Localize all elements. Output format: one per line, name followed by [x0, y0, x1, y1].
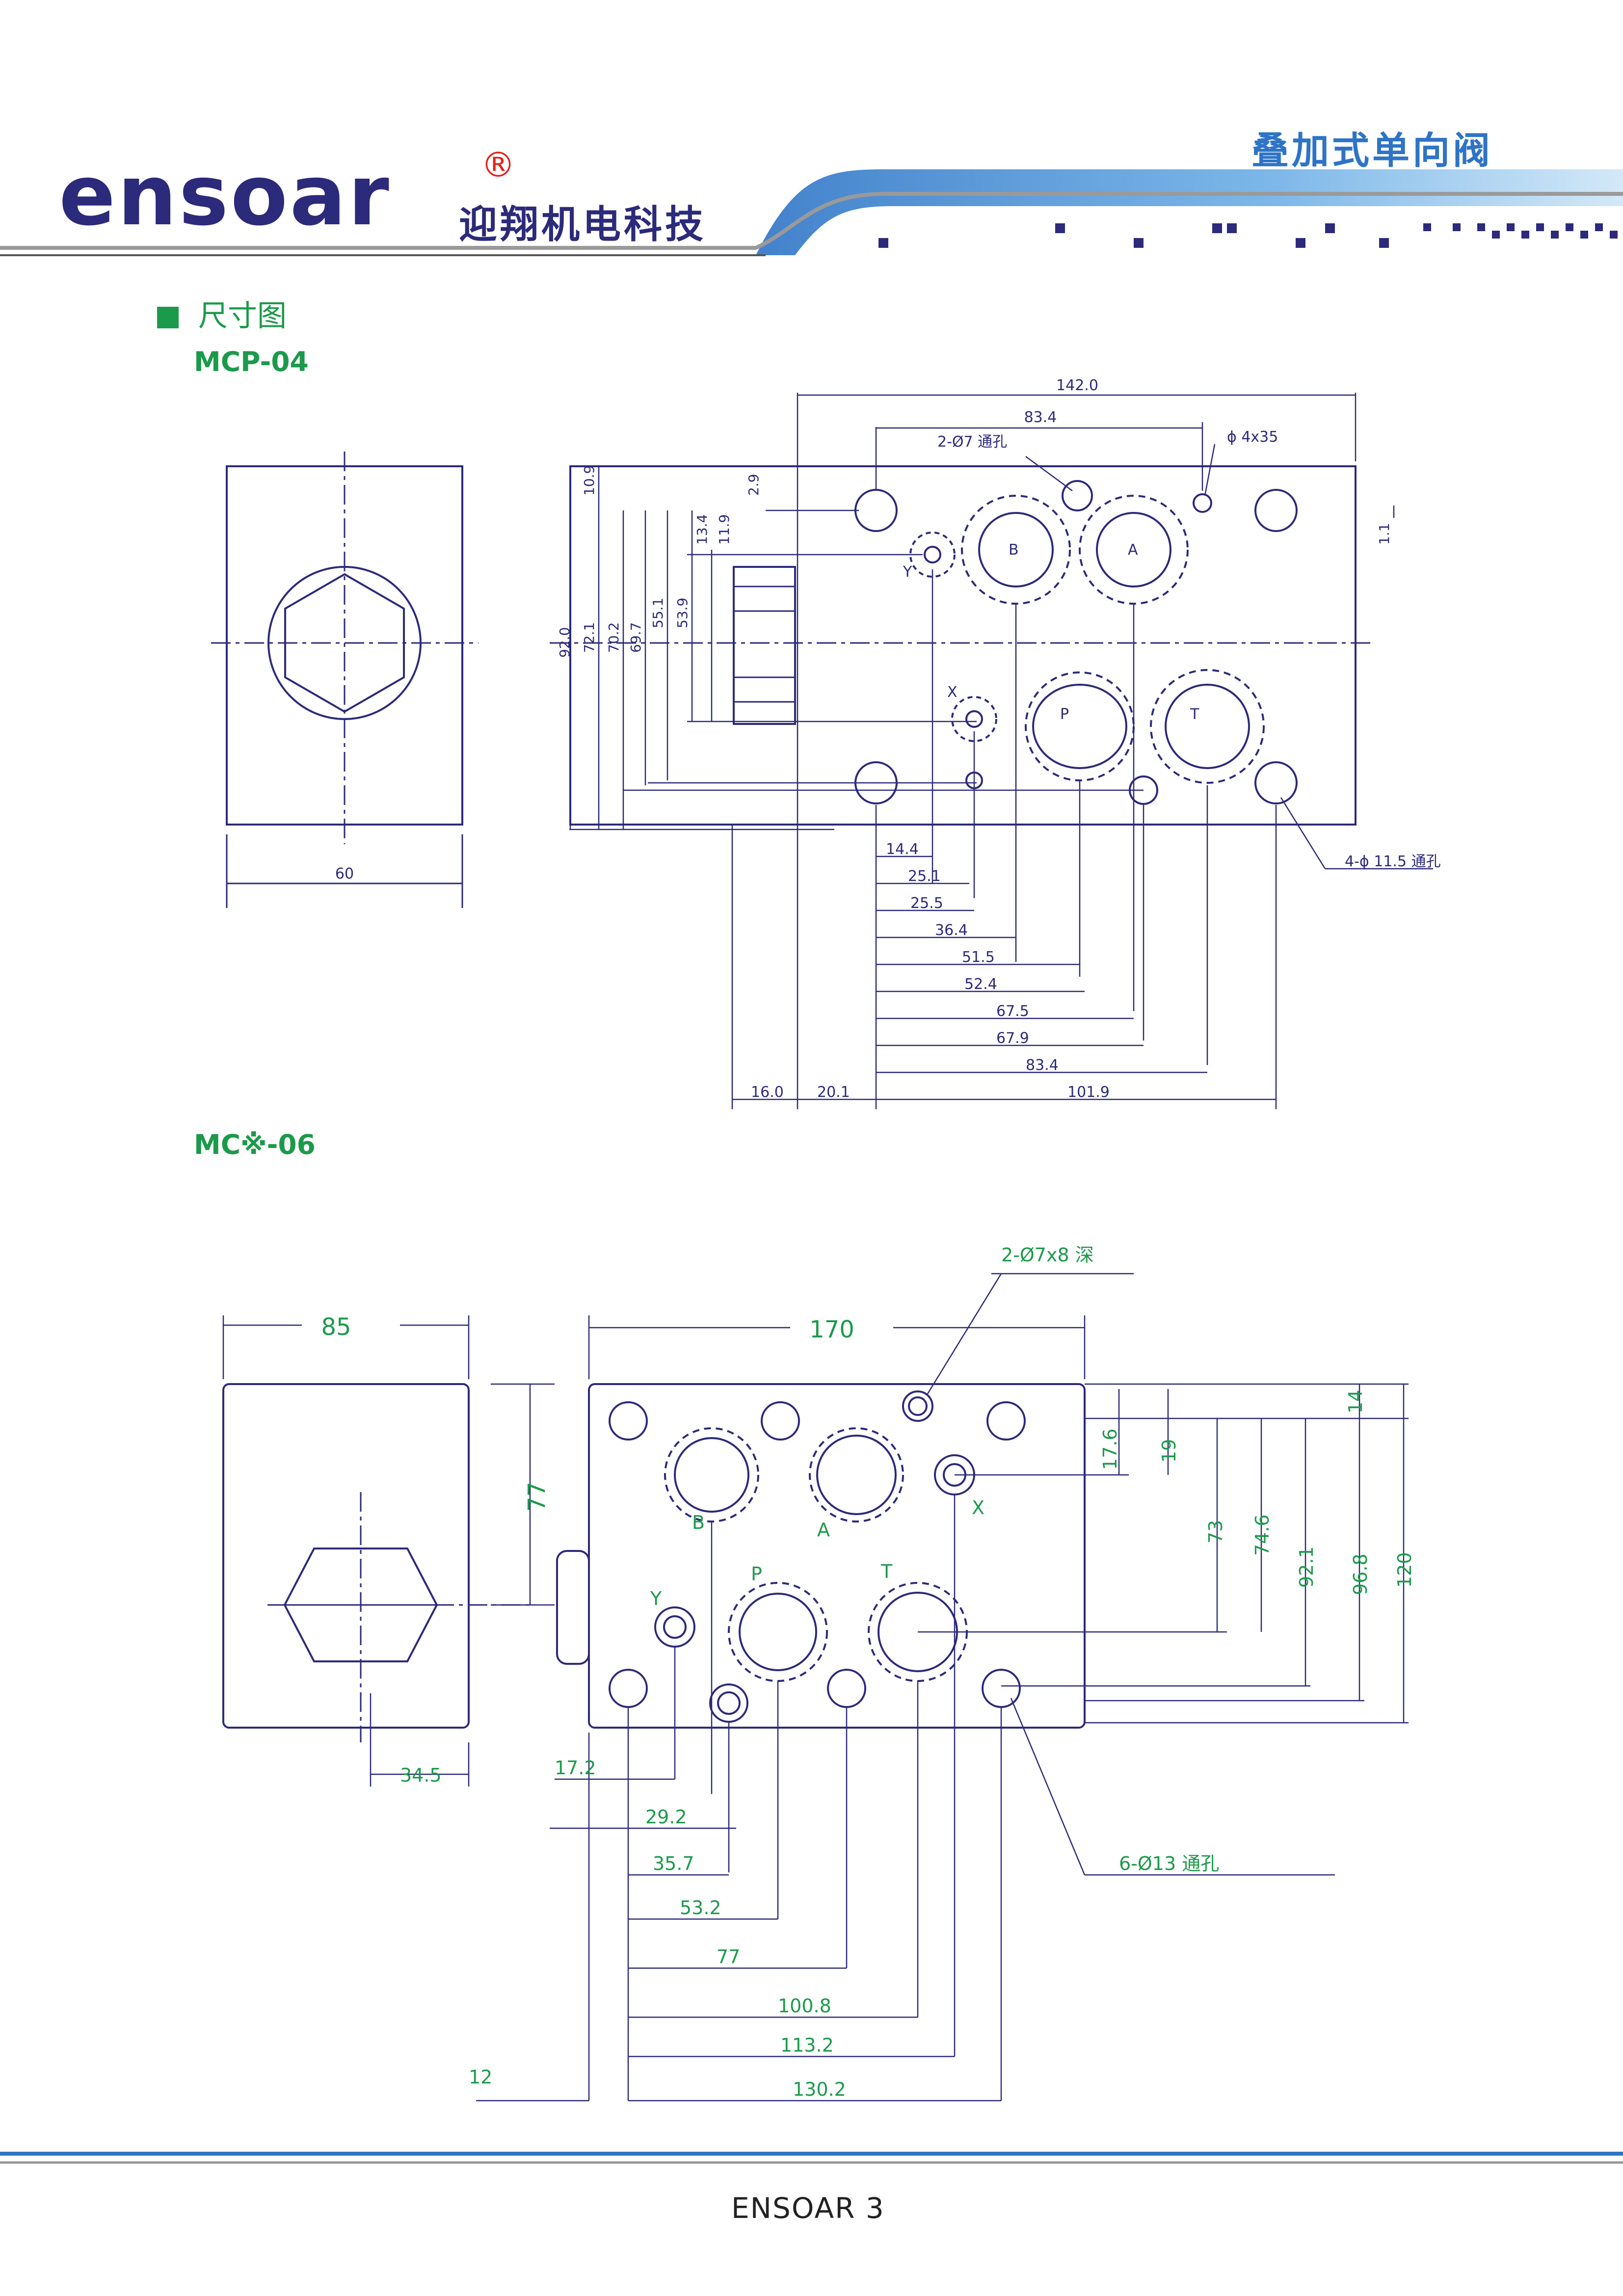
dim-left: 2.9: [745, 474, 762, 496]
dim-bottom: 35.7: [653, 1853, 694, 1874]
dim-bottom: 83.4: [1026, 1057, 1059, 1074]
dim-left: 13.4: [694, 514, 710, 545]
section-title-text: 尺寸图: [198, 299, 287, 333]
port-label: X: [947, 684, 958, 701]
dim-bottom: 29.2: [645, 1806, 687, 1828]
dim-right: 73: [1205, 1520, 1226, 1544]
dim-bottom: 100.8: [778, 1995, 831, 2017]
dim-bottom: 14.4: [886, 841, 919, 858]
dim-side-width: 60: [335, 865, 354, 882]
note-depth-holes: 2-Ø7x8 深: [1001, 1244, 1094, 1266]
front-view-body: [588, 1383, 1086, 1729]
dim-right: 17.6: [1099, 1428, 1121, 1470]
dim-left: 72.1: [581, 622, 597, 653]
dim-bottom: 25.1: [908, 868, 941, 885]
dim-left: 69.7: [628, 622, 644, 653]
dim-side-height: 77: [523, 1482, 551, 1512]
port-label: P: [1060, 706, 1069, 723]
mount-hole: [1254, 761, 1298, 804]
dim-bottom: 77: [717, 1946, 740, 1968]
dim-right: 19: [1158, 1439, 1180, 1463]
dim-right: 92.1: [1296, 1546, 1317, 1588]
port-label: T: [1190, 706, 1199, 723]
mount-hole: [854, 489, 898, 532]
note-pin: ϕ 4x35: [1227, 428, 1278, 446]
mount-hole: [1254, 489, 1298, 532]
dim-left: 70.2: [606, 622, 622, 653]
port-label: Y: [650, 1588, 662, 1609]
footer-rule: [0, 2152, 1623, 2164]
drawing-mcp04: 60 142.0 83.4 2-Ø7 通孔 ϕ 4x35 4-ϕ 11.5 通孔…: [211, 377, 1441, 1109]
dim-bottom: 17.2: [555, 1757, 596, 1779]
note-through-holes: 6-Ø13 通孔: [1119, 1853, 1219, 1874]
brand-name: ensoar: [59, 147, 391, 244]
port-label: A: [817, 1519, 830, 1541]
port-label: B: [692, 1512, 705, 1533]
dim-bottom: 130.2: [793, 2079, 846, 2100]
dim-left: 11.9: [716, 514, 732, 545]
dim-base: 12: [469, 2066, 492, 2088]
model-label-mc06: MC※-06: [194, 1129, 316, 1160]
dim-left: 55.1: [650, 598, 666, 628]
dim-left: 53.9: [674, 598, 691, 628]
dim-right: 14: [1345, 1390, 1366, 1414]
product-title: 叠加式单向阀: [1251, 129, 1493, 172]
port-label: Y: [903, 563, 912, 581]
dim-bottom: 36.4: [935, 922, 968, 939]
registered-mark: ®: [481, 145, 515, 185]
dim-bottom: 67.9: [996, 1030, 1029, 1047]
dim-bottom: 113.2: [780, 2034, 834, 2056]
dim-bottom: 51.5: [962, 949, 995, 966]
dim-bottom: 67.5: [996, 1003, 1029, 1020]
dim-side-width: 85: [321, 1313, 351, 1341]
port-label: T: [880, 1561, 893, 1582]
model-label-mcp04: MCP-04: [194, 346, 309, 377]
dim-side-offset: 34.5: [400, 1764, 442, 1786]
dim-top-width: 170: [809, 1316, 854, 1343]
note-mount-holes: 4-ϕ 11.5 通孔: [1345, 853, 1441, 870]
front-view-body: [569, 465, 1357, 826]
dim-right: 1.1: [1376, 523, 1392, 545]
dim-bottom: 53.2: [680, 1897, 721, 1919]
footer-page-label: ENSOAR 3: [731, 2191, 885, 2225]
front-view-boss: [733, 566, 796, 725]
port-label: P: [751, 1563, 762, 1585]
header-band: [0, 169, 1623, 256]
section-title: 尺寸图: [157, 292, 287, 335]
front-view-boss: [556, 1550, 590, 1665]
drawing-mc06: 85 170 77 34.5 2-Ø7x8 深 6-Ø13 通孔 17.2 29…: [222, 1244, 1415, 2102]
side-view-body: [222, 1383, 470, 1729]
dim-right: 96.8: [1350, 1553, 1371, 1595]
note-through-holes: 2-Ø7 通孔: [937, 433, 1007, 451]
dim-bottom: 25.5: [910, 895, 943, 912]
dim-top: 142.0: [1056, 377, 1098, 394]
port-label: B: [1009, 541, 1019, 559]
brand-logo: ensoar: [59, 147, 391, 244]
dim-base: 20.1: [817, 1084, 850, 1101]
brand-chinese-name: 迎翔机电科技: [459, 203, 707, 247]
port-label: A: [1128, 541, 1138, 559]
dim-base: 101.9: [1067, 1084, 1110, 1101]
port-label: X: [972, 1497, 984, 1519]
dim-left: 92.0: [557, 627, 573, 658]
dim-bottom: 52.4: [964, 976, 997, 993]
dim-left: 10.9: [581, 465, 597, 496]
dim-base: 16.0: [751, 1084, 784, 1101]
dim-top: 83.4: [1024, 409, 1057, 426]
section-bullet-icon: [157, 307, 179, 329]
dim-right: 120: [1394, 1552, 1415, 1588]
dim-right: 74.6: [1251, 1514, 1273, 1556]
